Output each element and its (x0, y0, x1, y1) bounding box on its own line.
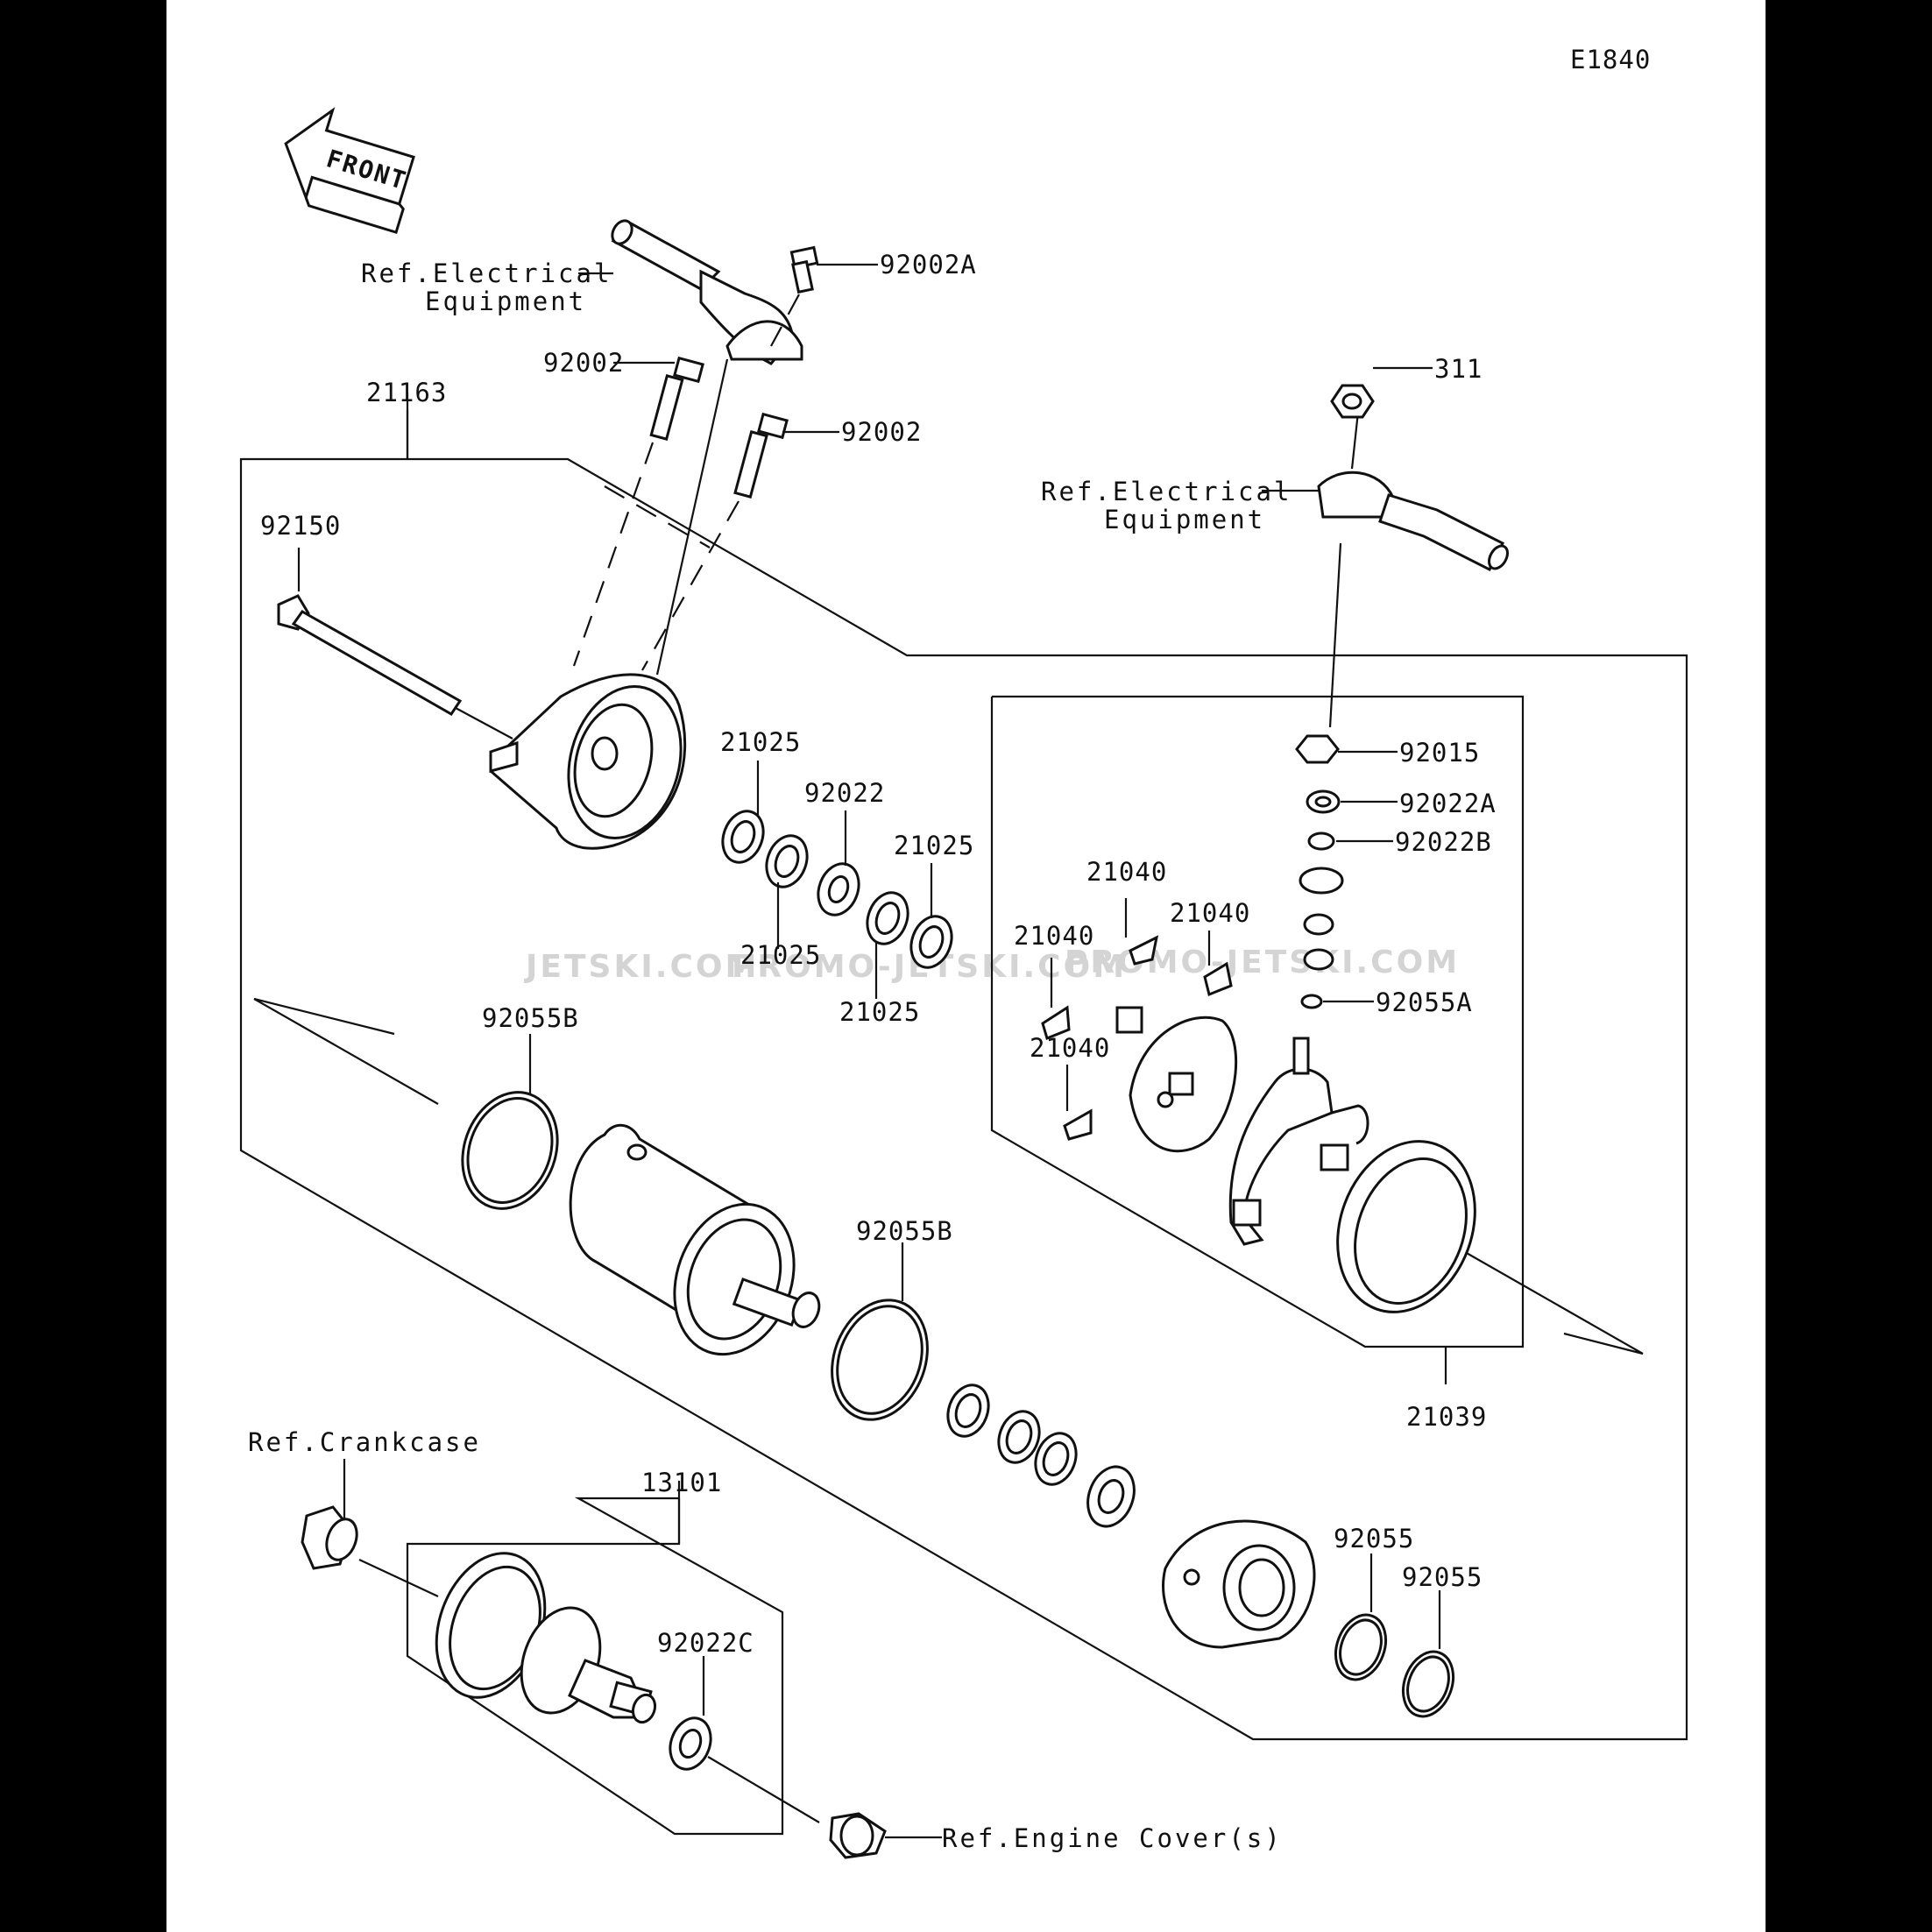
part-label-21163: 21163 (366, 378, 447, 407)
terminal-stack (1295, 734, 1344, 1009)
part-label-92002A: 92002A (880, 250, 977, 280)
diagram-code: E1840 (1570, 45, 1651, 74)
part-label-21040-d: 21040 (1030, 1033, 1110, 1063)
rear-cover-21163 (489, 673, 687, 850)
ref-engine-cover: Ref.Engine Cover(s) (942, 1823, 1283, 1853)
part-label-92022A: 92022A (1399, 789, 1497, 818)
part-label-21025-c: 21025 (740, 940, 821, 970)
part-label-92002-right: 92002 (841, 417, 922, 447)
front-cover (1162, 1519, 1316, 1649)
shim-set (946, 1384, 1136, 1528)
o-ring-92055B-right (831, 1299, 929, 1421)
part-label-92002-left: 92002 (543, 348, 624, 378)
part-label-311: 311 (1434, 354, 1483, 384)
brush-holder (1228, 1037, 1369, 1246)
electrical-cable-top (611, 219, 803, 676)
part-label-21040-b: 21040 (1170, 898, 1250, 928)
part-label-92015: 92015 (1399, 738, 1480, 768)
part-label-21025-a: 21025 (720, 727, 801, 757)
ref-electrical-1-line2: Equipment (425, 287, 586, 316)
holder-ring (1336, 1140, 1476, 1313)
part-label-21025-b: 21025 (894, 831, 974, 860)
watermark-text-1: JETSKI.COM (523, 949, 759, 985)
washer-92022C (669, 1716, 820, 1823)
part-label-92055-b: 92055 (1402, 1562, 1483, 1592)
part-label-21025-d: 21025 (839, 997, 920, 1027)
part-label-92055A: 92055A (1376, 987, 1473, 1017)
part-label-92055B-right: 92055B (856, 1216, 953, 1246)
o-ring-92055B-left (461, 1091, 559, 1210)
ref-electrical-1: Ref.Electrical Equipment (361, 258, 612, 316)
nut-311 (1330, 384, 1375, 419)
through-bolt-92150 (277, 594, 513, 740)
bolt-92002-left (572, 356, 704, 667)
part-label-92022C: 92022C (657, 1628, 754, 1658)
bolt-92002-right (641, 412, 789, 671)
part-label-21040-c: 21040 (1014, 921, 1094, 951)
leader-lines (297, 263, 1441, 1839)
motor-yoke (569, 1123, 821, 1356)
watermark-text-3: PROMO-JETSKI.COM (1065, 945, 1460, 980)
part-label-92055B-left: 92055B (482, 1003, 579, 1033)
bolt-92002A (770, 245, 819, 347)
part-label-92022: 92022 (804, 778, 885, 808)
part-labels: 92002A 92002 92002 21163 92150 311 21025… (260, 250, 1497, 1658)
ref-crankcase: Ref.Crankcase (248, 1427, 481, 1457)
brush-springs-21040 (1041, 935, 1233, 1141)
front-arrow-icon: FRONT (284, 107, 415, 235)
brush-plate (1115, 1006, 1238, 1153)
washer-set-21025 (721, 810, 953, 969)
o-ring-92055-pair (1334, 1613, 1455, 1718)
group-outline-13101 (406, 1497, 784, 1836)
group-outline-21163 (239, 393, 1688, 1741)
diagram-sheet (166, 0, 1766, 1932)
part-label-21040-a: 21040 (1086, 857, 1167, 887)
ref-electrical-2-line1: Ref.Electrical (1041, 477, 1292, 506)
part-label-21039: 21039 (1406, 1402, 1487, 1432)
part-label-92022B: 92022B (1395, 827, 1492, 857)
bush-engine-cover (829, 1812, 887, 1859)
ref-electrical-2-line2: Equipment (1104, 505, 1265, 534)
part-label-92055-a: 92055 (1334, 1524, 1414, 1553)
ref-electrical-1-line1: Ref.Electrical (361, 258, 612, 288)
electrical-cable-right (1317, 411, 1509, 728)
bush-crankcase (301, 1505, 439, 1597)
ref-electrical-2: Ref.Electrical Equipment (1041, 477, 1292, 534)
part-label-92150: 92150 (260, 511, 341, 541)
group-outline-21039 (990, 695, 1644, 1384)
starter-clutch-13101 (435, 1552, 657, 1724)
part-label-13101: 13101 (641, 1468, 722, 1497)
watermark: JETSKI.COM PROMO-JETSKI.COM PROMO-JETSKI… (523, 945, 1460, 985)
